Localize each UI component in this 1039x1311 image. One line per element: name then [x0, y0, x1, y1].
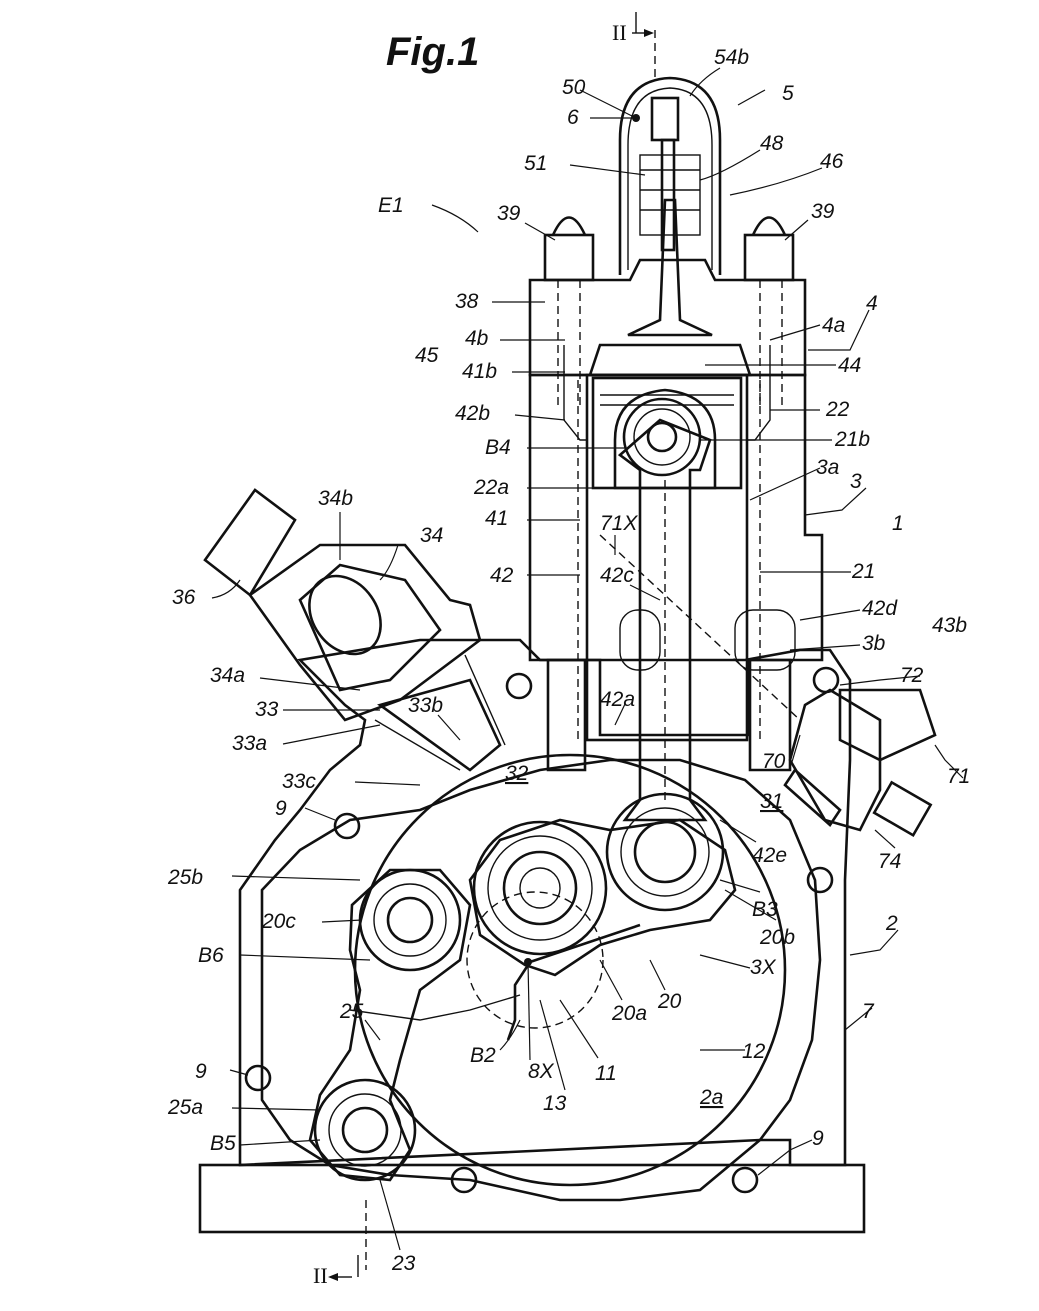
label-42a: 42a: [600, 688, 635, 711]
label-42: 42: [490, 564, 514, 587]
crank-assembly: [468, 792, 737, 1041]
label-12: 12: [742, 1040, 766, 1063]
label-36: 36: [172, 586, 196, 609]
label-9-right: 9: [812, 1127, 824, 1150]
label-20b: 20b: [759, 926, 795, 949]
label-33: 33: [255, 698, 279, 721]
label-3a: 3a: [816, 456, 839, 479]
leader-lines: [211, 67, 964, 1251]
label-42b: 42b: [455, 402, 490, 425]
label-2a: 2a: [699, 1086, 723, 1109]
figure-title: Fig.1: [386, 30, 479, 74]
label-B3: B3: [752, 898, 778, 921]
label-20c: 20c: [261, 910, 296, 933]
label-39-left: 39: [497, 202, 521, 225]
label-3b: 3b: [862, 632, 886, 655]
label-4a: 4a: [822, 314, 845, 337]
label-22a: 22a: [473, 476, 509, 499]
label-21: 21: [851, 560, 875, 583]
label-4: 4: [866, 292, 878, 315]
label-41b: 41b: [462, 360, 497, 383]
label-50: 50: [562, 76, 586, 99]
label-44: 44: [838, 354, 861, 377]
label-11: 11: [595, 1062, 617, 1085]
label-8X: 8X: [528, 1060, 555, 1083]
label-B5: B5: [210, 1132, 236, 1155]
label-5: 5: [782, 82, 794, 105]
label-9-left: 9: [195, 1060, 207, 1083]
label-32: 32: [505, 762, 529, 785]
label-7: 7: [862, 1000, 875, 1023]
label-74: 74: [878, 850, 901, 873]
label-38: 38: [455, 290, 479, 313]
label-39-right: 39: [811, 200, 835, 223]
label-42e: 42e: [752, 844, 787, 867]
label-20: 20: [657, 990, 682, 1013]
label-70: 70: [762, 750, 786, 773]
label-25b: 25b: [167, 866, 203, 889]
piston-assembly: [591, 376, 743, 822]
label-31: 31: [760, 790, 783, 813]
label-B2: B2: [470, 1044, 496, 1067]
label-E1: E1: [378, 194, 404, 217]
label-33c: 33c: [282, 770, 316, 793]
label-43b: 43b: [932, 614, 967, 637]
label-20a: 20a: [611, 1002, 647, 1025]
section-mark-bottom: II: [313, 1200, 367, 1288]
label-22: 22: [825, 398, 850, 421]
label-6: 6: [567, 106, 579, 129]
label-42d: 42d: [862, 597, 898, 620]
label-46: 46: [820, 150, 844, 173]
label-B4: B4: [485, 436, 511, 459]
label-33b: 33b: [408, 694, 443, 717]
label-34b: 34b: [318, 487, 353, 510]
label-71X: 71X: [600, 512, 638, 535]
section-mark-top: II: [612, 12, 656, 80]
label-71: 71: [947, 765, 970, 788]
label-34a: 34a: [210, 664, 245, 687]
reference-labels: 54b 5 50 6 51 48 46 E1 39 39 38 4b 4a 4 …: [167, 46, 970, 1275]
label-41: 41: [485, 507, 508, 530]
label-48: 48: [760, 132, 784, 155]
label-23: 23: [391, 1252, 416, 1275]
label-25a: 25a: [167, 1096, 203, 1119]
label-25: 25: [339, 1000, 364, 1023]
label-33a: 33a: [232, 732, 267, 755]
label-4b: 4b: [465, 327, 489, 350]
label-45: 45: [415, 344, 439, 367]
control-link: [308, 868, 472, 1182]
label-B6: B6: [198, 944, 224, 967]
cylinder-block: [528, 345, 824, 772]
svg-text:II: II: [612, 20, 627, 45]
label-1: 1: [892, 512, 904, 535]
label-3: 3: [850, 470, 862, 493]
injector: [599, 534, 937, 837]
label-51: 51: [524, 152, 547, 175]
label-42c: 42c: [600, 564, 634, 587]
svg-text:II: II: [313, 1263, 328, 1288]
label-13: 13: [543, 1092, 567, 1115]
label-2: 2: [885, 912, 898, 935]
label-72: 72: [900, 664, 924, 687]
label-21b: 21b: [834, 428, 870, 451]
intake-assembly: [203, 488, 506, 772]
valve-cover: [618, 76, 722, 275]
label-9-top: 9: [275, 797, 287, 820]
label-54b: 54b: [714, 46, 749, 69]
label-34: 34: [420, 524, 443, 547]
label-3X: 3X: [750, 956, 777, 979]
cylinder-head: [528, 198, 807, 410]
